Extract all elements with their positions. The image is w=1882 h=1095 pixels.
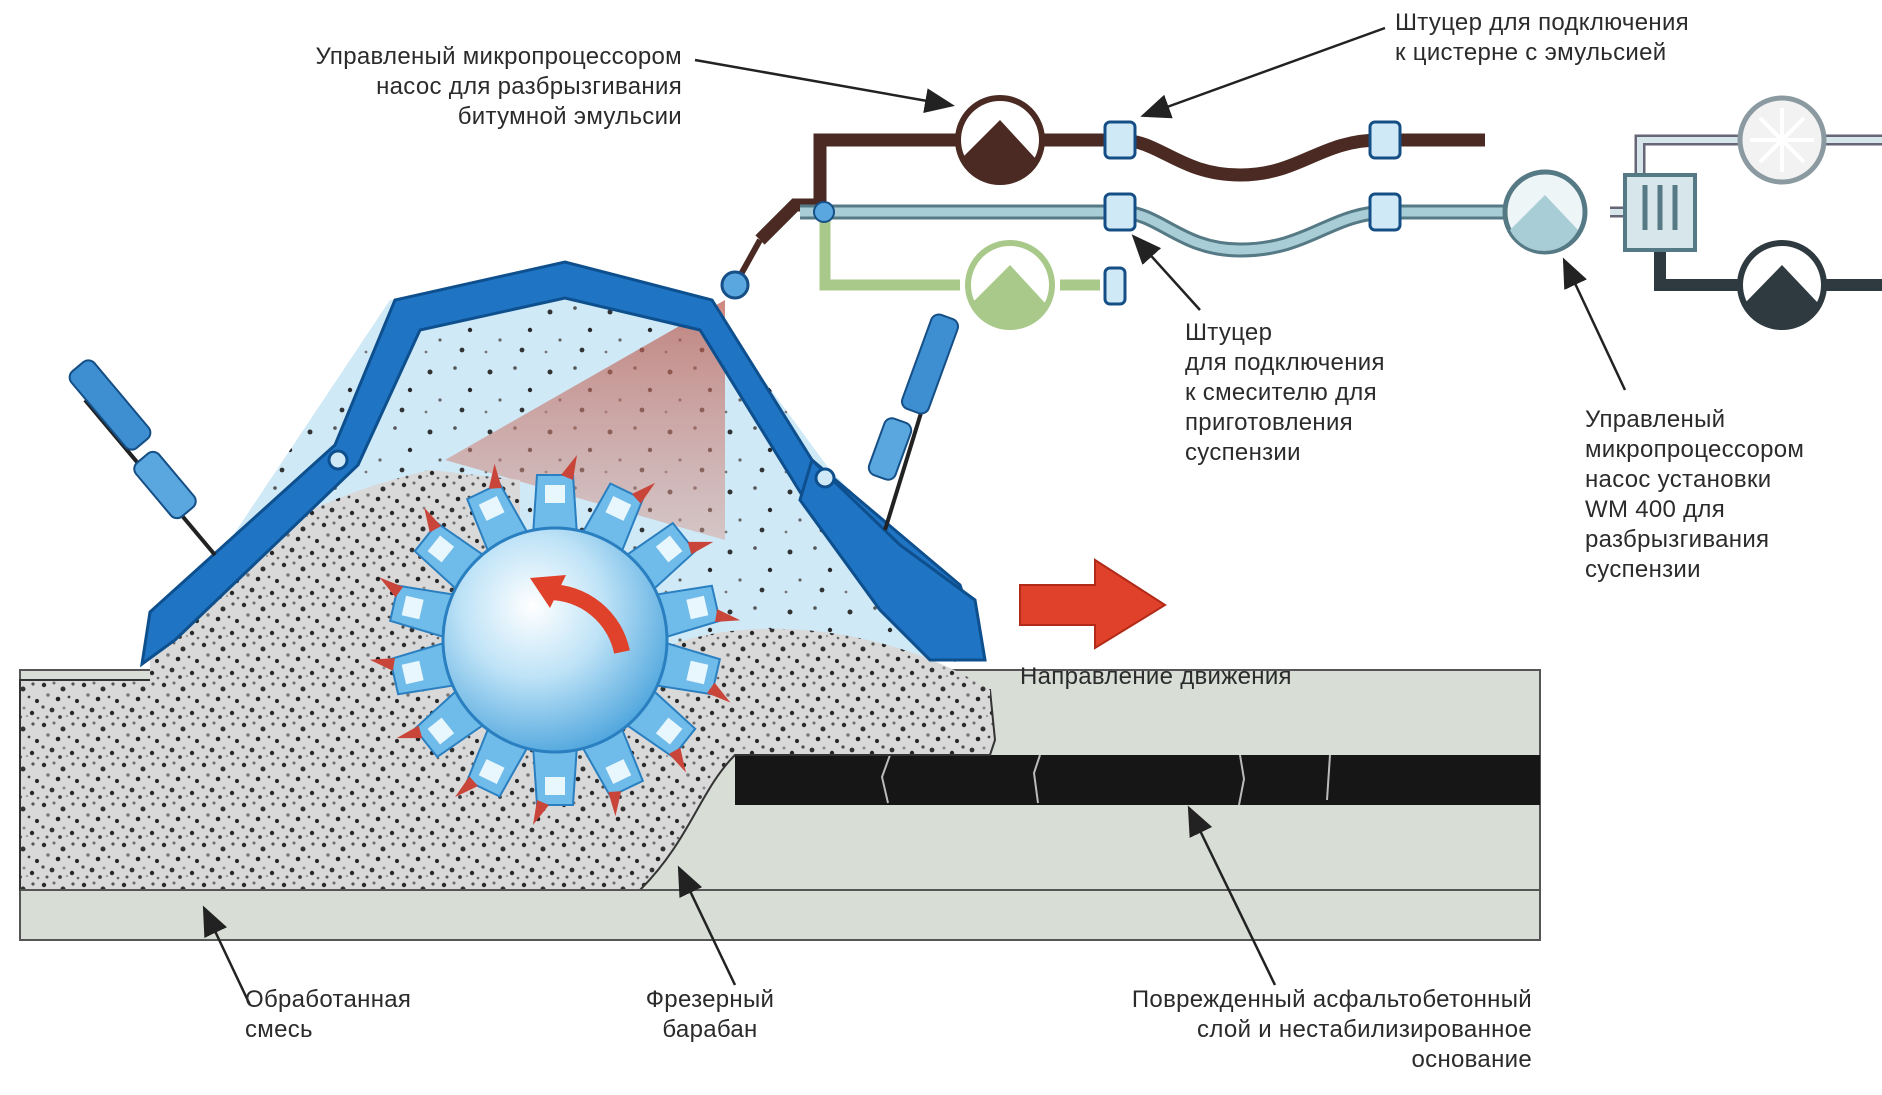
- label-fitting-mixer: Штуцер для подключения к смесителю для п…: [1185, 318, 1385, 468]
- drum-body: [443, 528, 667, 752]
- pump-icon: [1740, 243, 1824, 327]
- pump-icon: [1740, 98, 1824, 182]
- pump-icon: [968, 243, 1052, 327]
- cylinder-left: [66, 357, 215, 555]
- direction-arrow-icon: [1020, 560, 1165, 648]
- pipe-system: [760, 140, 1882, 285]
- label-pump-emulsion: Управленый микропроцессором насос для ра…: [315, 42, 682, 132]
- label-fitting-tank: Штуцер для подключения к цистерне с эмул…: [1395, 8, 1689, 68]
- label-milling-drum: Фрезерный барабан: [610, 985, 810, 1045]
- asphalt-layer: [735, 755, 1540, 805]
- label-damaged-layer: Поврежденный асфальтобетонный слой и нес…: [1132, 985, 1532, 1075]
- cylinder-right: [867, 312, 961, 530]
- label-pump-wm400: Управленый микропроцессором насос устано…: [1585, 405, 1804, 585]
- nozzle-icon: [722, 240, 760, 298]
- green-pipe: [825, 218, 1100, 285]
- filter-icon: [1625, 175, 1695, 250]
- pump-icon: [1505, 172, 1585, 252]
- label-processed-mix: Обработанная смесь: [245, 985, 411, 1045]
- label-direction: Направление движения: [1020, 662, 1292, 692]
- pump-icon: [958, 98, 1042, 182]
